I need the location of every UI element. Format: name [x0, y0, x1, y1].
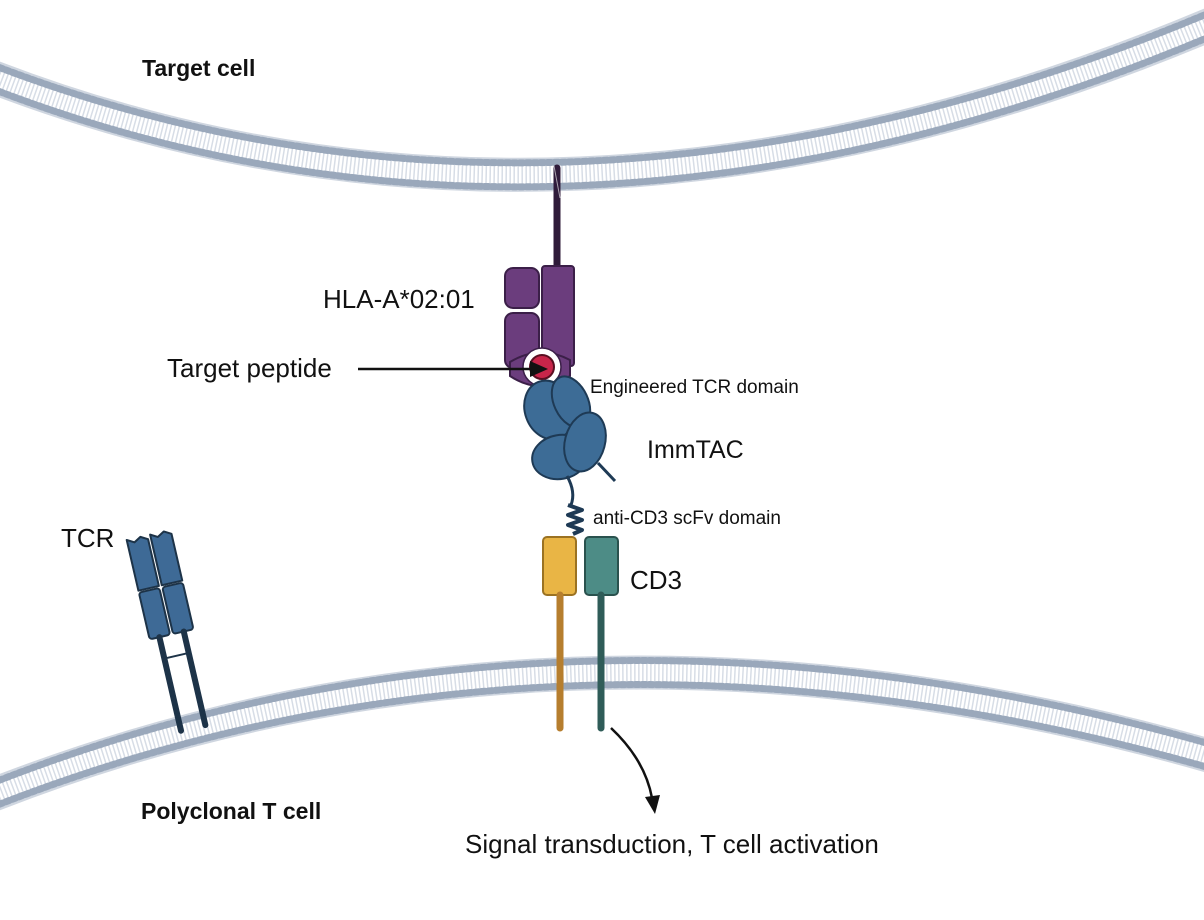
tcr-receptor — [125, 530, 209, 734]
hla-label: HLA-A*02:01 — [323, 284, 475, 314]
tcr-alpha-stalk — [156, 634, 185, 734]
tcr-beta-stalk — [180, 628, 209, 729]
immtac-label: ImmTAC — [647, 436, 744, 464]
tcr-beta-variable — [149, 530, 184, 587]
signal-transduction-label: Signal transduction, T cell activation — [465, 829, 879, 859]
cd3-complex — [542, 536, 619, 732]
immtac-molecule — [523, 375, 617, 536]
cd3-label: CD3 — [630, 565, 683, 595]
tcr-disulfide-bond — [164, 651, 189, 660]
signal-arrow — [610, 727, 660, 814]
anti-cd3-scfv-coil — [566, 503, 584, 536]
target-peptide-label: Target peptide — [167, 353, 332, 383]
anti-cd3-scfv-label: anti-CD3 scFv domain — [593, 508, 781, 529]
constant-domain-right — [563, 411, 607, 473]
tcr-label: TCR — [61, 523, 115, 553]
tcr-alpha-variable — [125, 535, 160, 592]
cd3-yellow-domain — [542, 536, 577, 596]
target-peptide-arrow — [358, 361, 548, 377]
linker — [565, 475, 575, 506]
polyclonal-t-cell-label: Polyclonal T cell — [141, 798, 322, 824]
beta2m-top-domain — [504, 267, 540, 309]
hla-complex — [504, 164, 575, 387]
cd3-teal-domain — [584, 536, 619, 596]
target-cell-label: Target cell — [142, 55, 256, 81]
target-cell-membrane — [0, 0, 1204, 187]
engineered-tcr-domain-label: Engineered TCR domain — [590, 377, 799, 398]
immtac-tail — [596, 461, 617, 483]
